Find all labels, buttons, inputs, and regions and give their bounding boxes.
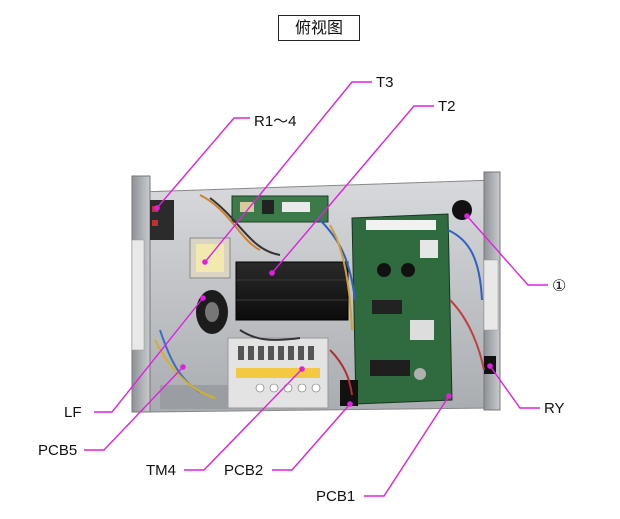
leader-pcb1 xyxy=(364,395,450,497)
label-r1-4: R1～4 xyxy=(254,113,297,130)
leader-circle1 xyxy=(466,215,548,286)
resistor-block xyxy=(150,200,174,240)
view-title: 俯视图 xyxy=(278,15,360,41)
leader-tm4 xyxy=(184,368,303,471)
dot-tm4 xyxy=(299,366,305,372)
leader-lf xyxy=(94,297,204,413)
leader-r1-4 xyxy=(156,117,250,209)
label-pcb1: PCB1 xyxy=(316,488,356,505)
leader-pcb2 xyxy=(272,403,351,471)
terminal-block xyxy=(227,337,329,409)
leader-pcb5 xyxy=(84,366,184,451)
label-pcb2: PCB2 xyxy=(224,462,264,479)
dot-lf xyxy=(200,295,206,301)
dot-ry xyxy=(487,363,493,369)
dot-t2 xyxy=(269,270,275,276)
line-filter-toroid xyxy=(196,290,228,334)
label-ry: RY xyxy=(544,400,565,417)
transformer-t3 xyxy=(189,237,231,279)
label-circle1: ① xyxy=(552,278,567,295)
dot-pcb5 xyxy=(180,364,186,370)
label-t3: T3 xyxy=(376,74,394,91)
leader-t2 xyxy=(271,105,434,274)
transformer-t2 xyxy=(235,261,349,321)
dot-circle1 xyxy=(464,213,470,219)
main-pcb xyxy=(351,213,453,405)
leader-ry xyxy=(489,365,540,409)
label-lf: LF xyxy=(64,404,82,421)
dot-pcb1 xyxy=(446,393,452,399)
pcb2-component xyxy=(340,380,358,406)
leader-t3 xyxy=(204,81,372,263)
wiring xyxy=(154,194,485,399)
label-t2: T2 xyxy=(438,98,456,115)
dot-t3 xyxy=(202,259,208,265)
dot-pcb2 xyxy=(347,401,353,407)
label-pcb5: PCB5 xyxy=(38,442,78,459)
dot-r1-4 xyxy=(154,205,160,211)
label-tm4: TM4 xyxy=(146,462,176,479)
